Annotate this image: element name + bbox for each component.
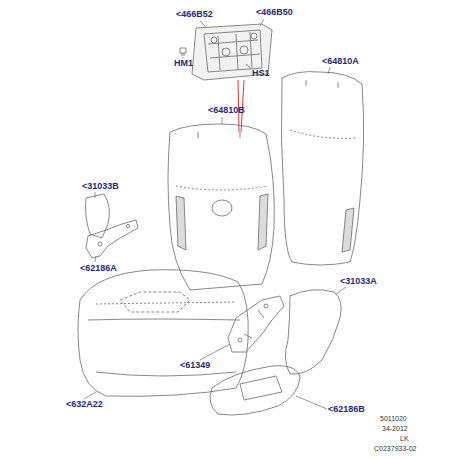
- callout-number: <466B50: [256, 7, 293, 18]
- callout-number: <632A22: [66, 399, 103, 410]
- callout-number: <466B52: [176, 9, 213, 20]
- reference-code: 5011020: [380, 415, 407, 423]
- callout-number: HS1: [252, 68, 270, 79]
- callout-number: <64810B: [208, 105, 245, 116]
- callout-number: <31033B: [82, 181, 119, 192]
- callout-number: <62186B: [328, 404, 365, 415]
- callout-number: <61349: [180, 360, 210, 371]
- callout-number: <62186A: [80, 263, 117, 274]
- reference-code: C0237933-02: [374, 445, 416, 453]
- reference-code: LK: [400, 435, 409, 443]
- callout-number: <31033A: [340, 276, 377, 287]
- callout-number: <64810A: [322, 56, 359, 67]
- reference-code: 34-2012: [382, 425, 408, 433]
- callout-number: HM1: [174, 58, 193, 69]
